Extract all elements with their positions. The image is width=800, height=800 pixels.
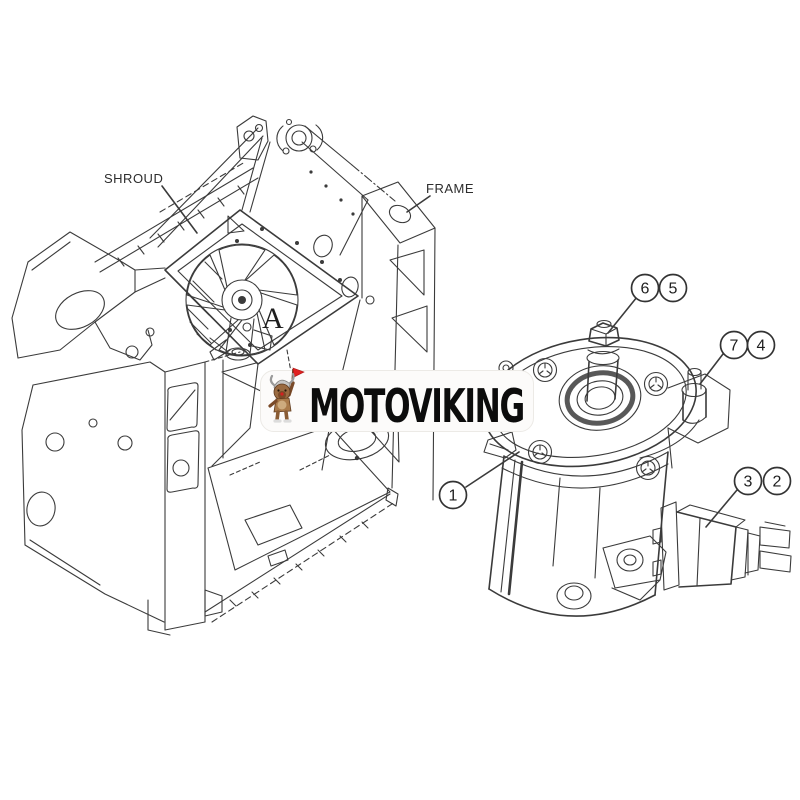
fan-motor-pump-drawing: 6 5 7 4 1 3 2 xyxy=(438,273,792,617)
callout-4: 4 xyxy=(746,330,776,360)
clamp-bracket xyxy=(602,535,667,601)
frame-leader-line xyxy=(406,195,431,213)
callout-1: 1 xyxy=(438,480,468,510)
svg-text:7: 7 xyxy=(730,338,739,355)
view-letter-label: A xyxy=(262,302,284,335)
fan-motor-small-drawing xyxy=(209,317,273,361)
svg-text:2: 2 xyxy=(773,474,782,491)
bearing-rings xyxy=(558,365,642,431)
leader-6-5 xyxy=(607,296,638,334)
callout-7: 7 xyxy=(719,330,749,360)
leader-1 xyxy=(465,451,520,488)
svg-text:1: 1 xyxy=(449,488,458,505)
shaft-and-nut xyxy=(586,319,620,402)
fan-drawing xyxy=(185,243,299,357)
shroud-label: SHROUD xyxy=(104,171,163,186)
lower-left-panel-drawing xyxy=(21,361,166,623)
callout-5: 5 xyxy=(658,273,688,303)
brand-text: MOTOVIKING xyxy=(309,379,525,433)
leader-7-4 xyxy=(699,353,724,385)
mounting-ear-stud xyxy=(667,367,731,469)
callout-2: 2 xyxy=(762,466,792,496)
svg-text:3: 3 xyxy=(744,474,753,491)
frame-label: FRAME xyxy=(426,181,474,196)
flange-screws xyxy=(498,357,669,481)
callout-3: 3 xyxy=(733,466,763,496)
shroud-leader-line xyxy=(161,185,198,234)
watermark-logo: MOTOVIKING xyxy=(260,367,534,433)
middle-column-drawing xyxy=(147,351,241,636)
solenoid-valve xyxy=(652,501,792,591)
svg-text:4: 4 xyxy=(757,338,766,355)
callout-6: 6 xyxy=(630,273,660,303)
viking-mascot-icon xyxy=(268,367,305,423)
svg-text:5: 5 xyxy=(669,281,678,298)
frame-column-drawing xyxy=(329,181,436,501)
leader-3-2 xyxy=(705,489,738,528)
interior-floor-drawing xyxy=(204,362,399,623)
frame-assembly-drawing: SHROUD FRAME A xyxy=(11,115,474,636)
motor-body xyxy=(488,451,669,617)
svg-text:6: 6 xyxy=(641,281,650,298)
